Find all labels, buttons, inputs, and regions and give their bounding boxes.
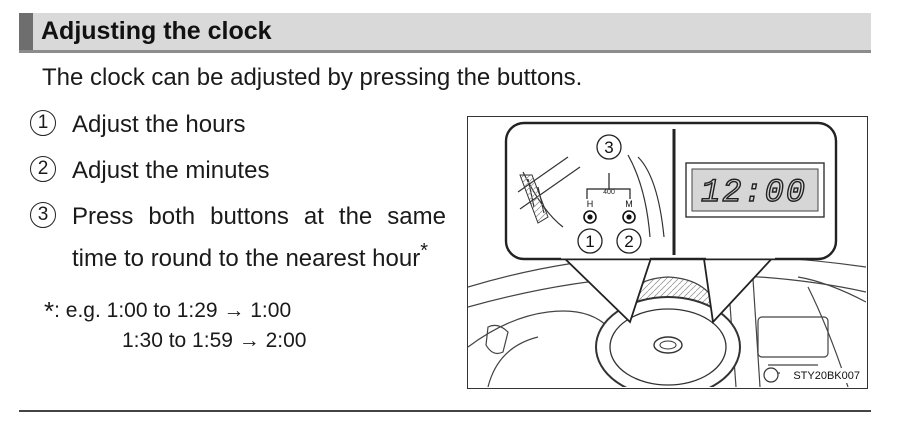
callout-2-label: 2 xyxy=(624,232,633,251)
callout-1-circle xyxy=(577,228,603,254)
footnote-star: * xyxy=(44,296,55,326)
clock-time: 12:00 xyxy=(701,174,807,211)
footer-rule xyxy=(19,410,871,412)
step-text-2: Adjust the minutes xyxy=(72,157,270,184)
section-title: Adjusting the clock xyxy=(41,17,272,45)
footnote-marker: * xyxy=(420,240,429,262)
callout-3-label: 3 xyxy=(604,138,613,157)
footnote-line-1: : e.g. 1:00 to 1:29 → 1:00 xyxy=(54,299,292,322)
callout-pointer-right xyxy=(701,251,781,324)
illustration-svg: 400 3 H M 1 2 12:00 STY20BK007 xyxy=(468,121,866,387)
steering-wheel xyxy=(595,296,741,387)
list-item-2: 2 Adjust the minutes xyxy=(30,154,450,188)
section-header: Adjusting the clock xyxy=(19,13,871,53)
footnote-line-2: 1:30 to 1:59 → 2:00 xyxy=(122,329,307,352)
button-h-label: H xyxy=(587,199,594,209)
intro-text: The clock can be adjusted by pressing th… xyxy=(42,64,583,91)
bracket-label: 400 xyxy=(603,189,615,196)
step-text-3-wrap: Press both buttons at the same time to r… xyxy=(72,200,446,276)
clock-display-frame xyxy=(685,162,825,218)
step-text-1: Adjust the hours xyxy=(72,111,246,138)
step-text-3: Press both buttons at the same time to r… xyxy=(72,203,446,272)
footnote: *: e.g. 1:00 to 1:29 → 1:00 1:30 to 1:59… xyxy=(44,296,306,356)
steps-list: 1 Adjust the hours 2 Adjust the minutes … xyxy=(30,108,450,288)
step-number-1: 1 xyxy=(30,110,56,136)
clock-illustration: 400 3 H M 1 2 12:00 STY20BK007 xyxy=(467,116,868,389)
callout-3-circle xyxy=(596,134,622,160)
list-item-1: 1 Adjust the hours xyxy=(30,108,450,142)
step-number-3: 3 xyxy=(30,202,56,228)
figure-code: STY20BK007 xyxy=(793,370,860,382)
minute-button xyxy=(622,210,636,224)
callout-1-label: 1 xyxy=(585,232,594,251)
step-number-2: 2 xyxy=(30,156,56,182)
list-item-3: 3 Press both buttons at the same time to… xyxy=(30,200,450,276)
magnified-view xyxy=(504,121,838,261)
clock-display xyxy=(691,168,819,212)
section-header-bar xyxy=(19,13,33,50)
button-m-label: M xyxy=(625,199,633,209)
hour-button xyxy=(583,210,597,224)
callout-2-circle xyxy=(616,228,642,254)
